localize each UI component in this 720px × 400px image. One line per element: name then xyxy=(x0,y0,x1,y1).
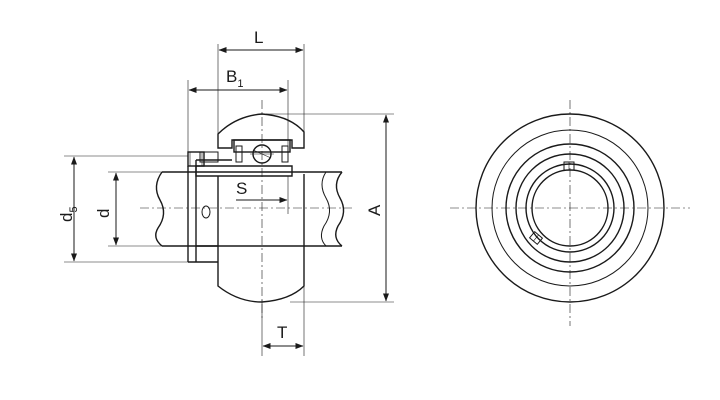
dim-L-label: L xyxy=(254,28,263,47)
dim-A-label: A xyxy=(365,204,384,216)
inner-ring xyxy=(195,165,293,177)
seal-right xyxy=(281,145,289,163)
set-screw xyxy=(187,151,205,167)
seal-left xyxy=(235,145,243,163)
collar-outer-circle xyxy=(515,153,625,263)
front-view xyxy=(450,100,690,326)
dim-d5-label: d5 xyxy=(57,206,80,222)
set-screw-head xyxy=(199,151,219,163)
front-set-screw-lower-mid xyxy=(533,234,539,242)
housing-section xyxy=(217,113,305,149)
inner-ring-circle xyxy=(525,163,615,253)
dim-T-label: T xyxy=(277,323,287,342)
front-set-screw-lower xyxy=(528,231,544,245)
outer-ring xyxy=(233,139,291,153)
lower-screw-hole xyxy=(201,205,211,219)
outer-ring-circle xyxy=(505,143,635,273)
cage-line-2 xyxy=(252,149,272,159)
dim-d-label: d xyxy=(94,209,113,218)
shaft-break-right xyxy=(335,171,345,247)
dim-d5-sub: 5 xyxy=(68,206,80,212)
dim-d5-main: d xyxy=(57,213,76,222)
housing-body xyxy=(217,262,305,303)
dim-B1-main: B xyxy=(226,67,237,86)
dim-B1-sub: 1 xyxy=(237,78,243,90)
front-set-screw-lower-body xyxy=(528,231,544,245)
shaft-break-left xyxy=(155,171,165,247)
shaft-break-inner-right xyxy=(320,171,330,247)
housing-outer-circle xyxy=(475,113,665,303)
housing-inner-circle xyxy=(491,129,649,287)
side-view: L B1 d5 d S A T xyxy=(57,28,394,356)
dim-B1-label: B1 xyxy=(226,67,243,90)
dim-S-label: S xyxy=(236,179,247,198)
